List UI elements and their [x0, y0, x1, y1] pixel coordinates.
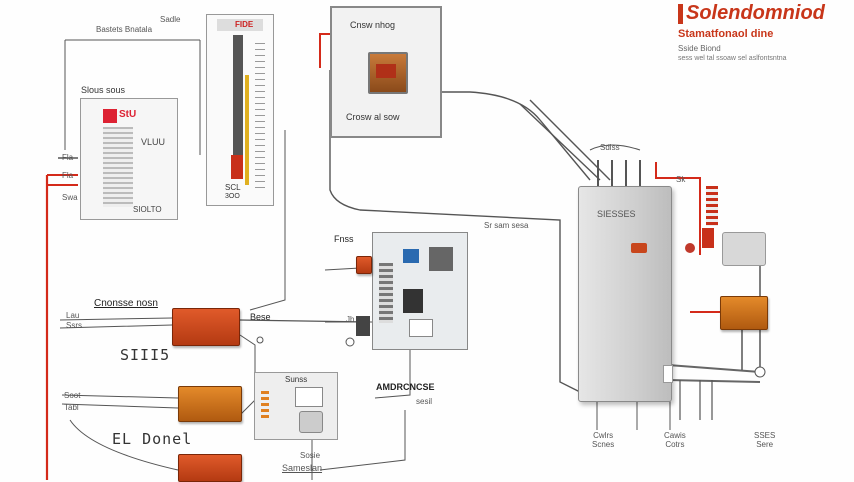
board-label: Slous sous: [81, 85, 126, 95]
wire: [679, 380, 713, 420]
wire: [529, 99, 611, 181]
relay-caption: Crosw al sow: [346, 112, 400, 122]
wire: [420, 91, 591, 181]
title-main: Solendomniod: [686, 2, 825, 24]
board-chip: [103, 109, 117, 123]
wire: [597, 160, 641, 186]
title-block: Solendomniod Stamatfonaol dine Sside Bio…: [672, 0, 854, 66]
indicator-light: [685, 243, 695, 253]
wire: [667, 364, 761, 383]
wire: [239, 399, 256, 416]
therm-bottom-label: SCL: [225, 183, 241, 192]
pcb-chip: [429, 247, 453, 271]
wires-label: Sr sam sesa: [484, 221, 529, 230]
mid-label: Bese: [250, 312, 271, 322]
left-top-label: Cnonsse nosn: [94, 298, 158, 309]
fuse-strip: [706, 186, 718, 226]
wire: [596, 400, 671, 430]
contactor-label-1: SIII5: [120, 346, 171, 364]
wire: [329, 70, 581, 393]
pcb-label-top: Fnss: [334, 234, 354, 244]
title-sub: Stamatfonaol dine: [678, 28, 774, 40]
switch-title: Sunss: [285, 375, 308, 384]
top-note-line2: Bastets Bnatala: [96, 25, 153, 34]
thermometer-panel: FIDE SCL 3OO: [206, 14, 274, 206]
terminal: [345, 337, 355, 347]
cabinet-top-label: Sdlss: [600, 143, 620, 152]
board-vol: VLUU: [141, 137, 166, 147]
cabinet-label: SIESSES: [597, 209, 636, 219]
left-label-1: Fla: [62, 153, 74, 162]
pcb-board: [372, 232, 468, 350]
wire: [239, 334, 256, 375]
therm-tube: [233, 35, 243, 155]
control-cabinet: SIESSES: [578, 186, 673, 402]
relay-coil-core: [376, 64, 396, 78]
red-wire: [319, 33, 330, 68]
left-label-3: Swa: [62, 193, 78, 202]
cabinet-hinge: [663, 365, 673, 383]
therm-sub: 3OO: [225, 193, 240, 200]
pcb-label-mid: Jh: [346, 315, 355, 324]
contactor-box-2: [178, 386, 242, 422]
title-line1: Sside Biond: [678, 44, 721, 53]
pcb-dark-connector: [356, 316, 370, 336]
pcb-bottom-label: AMDRCNCSE: [376, 382, 435, 392]
pcb-connector: [356, 256, 372, 274]
pcb-terminal-strip: [379, 263, 393, 323]
switch-bottom-line1: Sosie: [300, 451, 321, 460]
therm-top-bar: [217, 19, 263, 31]
wire: [61, 394, 179, 409]
therm-bulb: [231, 155, 243, 179]
control-board: Slous sous StU VLUU SIOLTO: [80, 85, 178, 220]
wire: [319, 410, 406, 471]
relay-title: Cnsw nhog: [350, 20, 396, 30]
relay-box: Cnsw nhog Crosw al sow: [330, 6, 442, 138]
left-label-2: Fla: [62, 171, 74, 180]
therm-scale: [255, 43, 265, 193]
pcb-bottom-sub: sesil: [416, 397, 433, 406]
switch-bottom-line2: Sameslan: [282, 463, 323, 473]
pcb-chip: [403, 289, 423, 313]
therm-top-label: FIDE: [235, 20, 254, 29]
switch-indicator: [261, 391, 269, 421]
wire: [519, 103, 601, 181]
pcb-white-block: [409, 319, 433, 337]
board-sublabel: SIOLTO: [133, 205, 162, 214]
valve-assembly: [722, 232, 766, 266]
title-marker: [678, 4, 683, 24]
board-code: StU: [119, 109, 137, 120]
wire: [59, 317, 173, 329]
cabinet-side-label: Sk: [676, 175, 686, 184]
left-label-c: Soot: [64, 391, 81, 400]
therm-gold: [245, 75, 249, 185]
top-note-line1: Sadle: [160, 15, 181, 24]
wire: [69, 419, 179, 471]
cabinet-handle: [631, 243, 647, 253]
left-label-b: Ssrs: [66, 321, 82, 330]
wire: [589, 144, 641, 151]
terminal: [754, 366, 766, 378]
red-wire: [655, 162, 701, 255]
fuse-red: [702, 228, 714, 248]
wire: [374, 330, 411, 399]
title-line2: sess wel tal ssoaw sel aslfontsntna: [678, 55, 787, 62]
left-label-a: Lau: [66, 311, 80, 320]
contactor-label-2: EL Donel: [112, 430, 193, 448]
contactor-box-3: [178, 454, 242, 482]
switch-knob: [299, 411, 323, 433]
terminal: [256, 336, 264, 344]
wire: [324, 267, 372, 323]
board-strip: [103, 127, 133, 207]
wire: [249, 130, 286, 311]
pcb-chip: [403, 249, 419, 263]
switch-display: [295, 387, 323, 407]
pump-motor: [720, 296, 768, 330]
left-label-d: Tabl: [64, 403, 79, 412]
contactor-box-1: [172, 308, 240, 346]
switch-box: Sunss: [254, 372, 338, 440]
